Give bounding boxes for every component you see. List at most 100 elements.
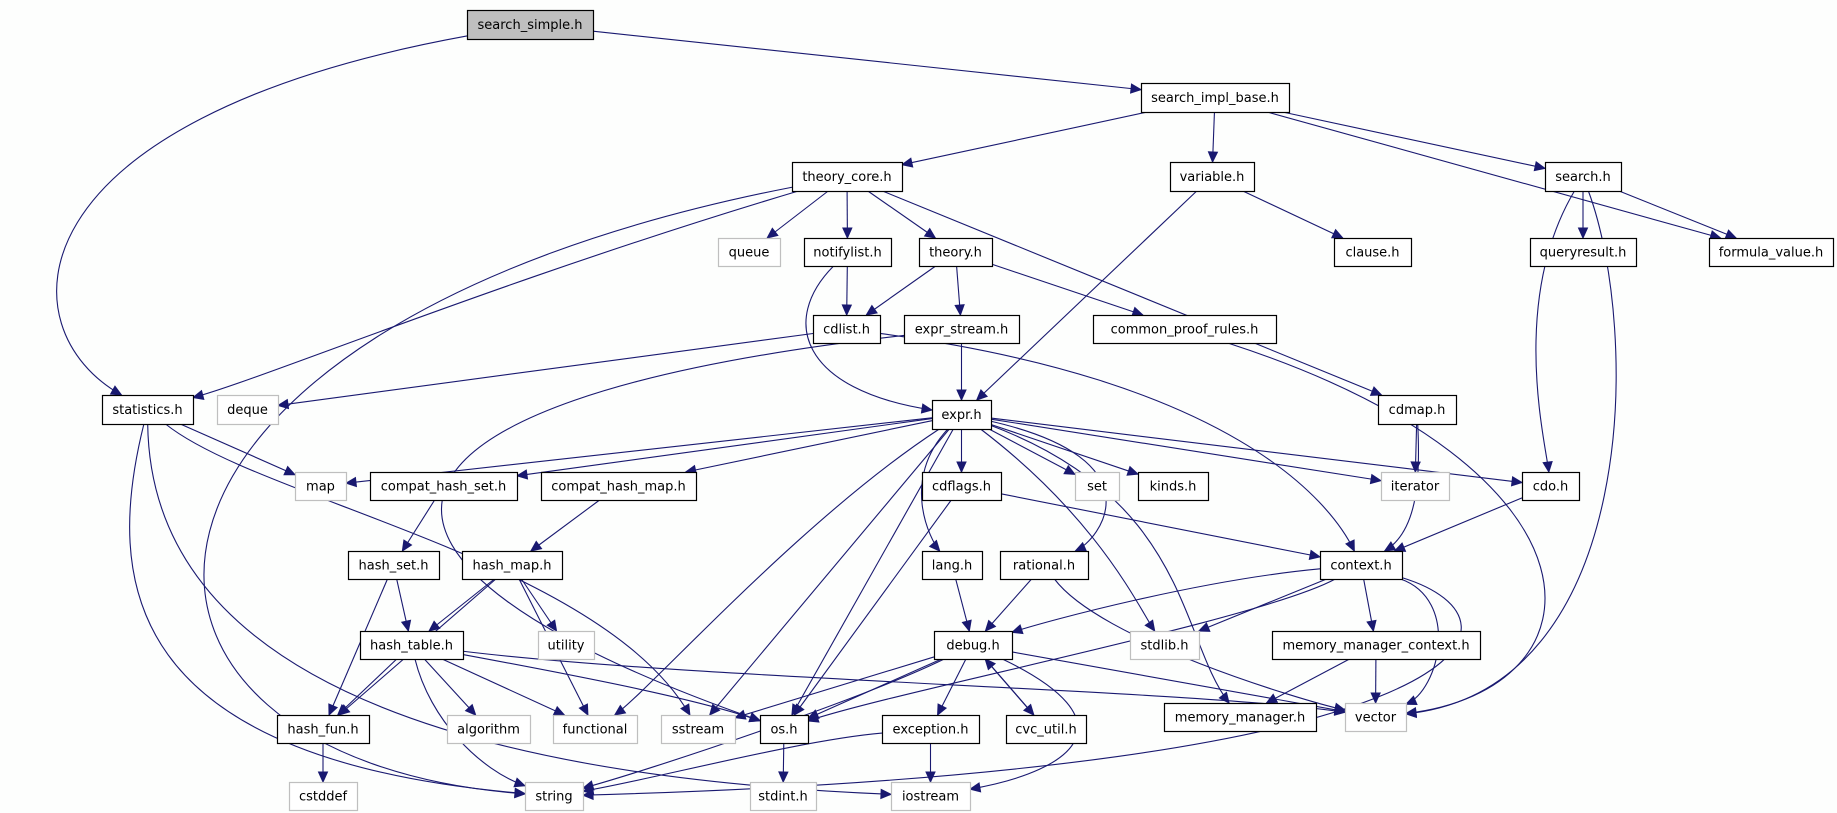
node-label: formula_value.h (1719, 246, 1824, 261)
node-theory[interactable]: theory.h (918, 237, 994, 268)
edge-line (1054, 578, 1346, 711)
arrowhead-icon (766, 227, 779, 239)
edge-compat_hash_map-to-hash_map (529, 499, 600, 552)
node-kinds[interactable]: kinds.h (1137, 471, 1210, 502)
node-lang[interactable]: lang.h (921, 550, 984, 581)
node-label: stdint.h (758, 790, 807, 805)
edge-line (1011, 651, 1346, 713)
edge-line (428, 578, 495, 632)
node-hash-map[interactable]: hash_map.h (461, 550, 564, 581)
arrowhead-icon (400, 619, 412, 633)
node-formula-value[interactable]: formula_value.h (1708, 237, 1835, 268)
node-queryresult[interactable]: queryresult.h (1529, 237, 1638, 268)
node-cdflags[interactable]: cdflags.h (921, 471, 1003, 502)
edge-theory-to-expr_stream (954, 265, 965, 317)
node-box (1140, 82, 1291, 114)
node-search-impl-base[interactable]: search_impl_base.h (1140, 82, 1291, 114)
edge-line (165, 423, 691, 716)
node-statistics[interactable]: statistics.h (101, 394, 195, 426)
node-compat-hash-set[interactable]: compat_hash_set.h (369, 471, 519, 502)
arrowhead-icon (515, 469, 529, 480)
edge-hash_table-to-algorithm (423, 658, 477, 716)
arrowhead-icon (984, 619, 997, 632)
node-box (1377, 394, 1458, 426)
node-context[interactable]: context.h (1319, 550, 1404, 581)
node-label: sstream (672, 723, 724, 738)
edge-line (867, 190, 936, 239)
node-cdlist[interactable]: cdlist.h (812, 314, 882, 345)
edge-line (990, 417, 1523, 484)
edge-expr-to-cdflags (956, 429, 967, 474)
node-label: kinds.h (1150, 480, 1197, 495)
node-box (294, 471, 348, 502)
node-box (1333, 237, 1413, 268)
node-label: hash_fun.h (287, 723, 358, 738)
node-label: os.h (770, 723, 797, 738)
edge-line (1282, 111, 1546, 169)
edge-memory_manager_context-to-memory_manager (1265, 658, 1350, 704)
arrowhead-icon (954, 304, 965, 317)
node-exception[interactable]: exception.h (881, 714, 981, 745)
node-search-simple[interactable]: search_simple.h (466, 9, 595, 41)
arrowhead-icon (109, 385, 123, 396)
node-hash-table[interactable]: hash_table.h (359, 630, 465, 661)
edge-line (1266, 658, 1350, 704)
node-box (812, 314, 882, 345)
node-box (921, 550, 984, 581)
node-cdmap[interactable]: cdmap.h (1377, 394, 1458, 426)
edge-line (423, 658, 477, 716)
node-common-proof-rules[interactable]: common_proof_rules.h (1092, 314, 1278, 345)
edge-debug-to-vector (1011, 651, 1347, 715)
node-cdo[interactable]: cdo.h (1521, 471, 1581, 502)
node-theory-core[interactable]: theory_core.h (791, 161, 904, 193)
node-box (359, 630, 465, 661)
node-box (1129, 630, 1201, 661)
node-rational[interactable]: rational.h (999, 550, 1090, 581)
node-box (921, 471, 1003, 502)
edge-search_impl_base-to-search (1282, 111, 1547, 172)
node-iostream: iostream (890, 781, 972, 812)
edge-line (991, 263, 1144, 316)
arrowhead-icon (1063, 464, 1077, 475)
arrowhead-icon (1218, 691, 1230, 704)
edge-theory_core-to-theory (867, 190, 937, 239)
node-cvc-util[interactable]: cvc_util.h (1005, 714, 1088, 745)
edge-line (988, 428, 1076, 475)
node-clause[interactable]: clause.h (1333, 237, 1413, 268)
edge-line (807, 578, 1336, 722)
arrowhead-icon (865, 304, 878, 316)
node-algorithm: algorithm (446, 714, 532, 745)
node-box (461, 550, 564, 581)
node-os[interactable]: os.h (759, 714, 810, 745)
node-box (931, 399, 993, 431)
edge-expr-to-kinds (990, 423, 1140, 476)
node-label: search_impl_base.h (1151, 91, 1279, 106)
edge-line (1618, 190, 1737, 239)
arrowhead-icon (1010, 624, 1024, 635)
node-cstddef: cstddef (288, 781, 359, 812)
arrowhead-icon (880, 788, 893, 800)
node-label: utility (548, 639, 585, 654)
node-label: algorithm (457, 723, 520, 738)
node-label: map (306, 480, 335, 495)
node-label: iostream (902, 790, 959, 805)
node-hash-set[interactable]: hash_set.h (347, 550, 441, 581)
edge-theory-to-common_proof_rules (991, 263, 1145, 317)
node-compat-hash-map[interactable]: compat_hash_map.h (540, 471, 698, 502)
node-hash-fun[interactable]: hash_fun.h (276, 714, 371, 745)
node-functional: functional (552, 714, 639, 745)
node-label: string (535, 790, 572, 805)
node-expr-stream[interactable]: expr_stream.h (903, 314, 1021, 345)
node-memory-manager-context[interactable]: memory_manager_context.h (1271, 630, 1482, 661)
edge-statistics-to-iostream (147, 423, 893, 800)
node-variable[interactable]: variable.h (1169, 161, 1256, 193)
edge-statistics-to-sstream (165, 423, 691, 717)
node-label: queryresult.h (1540, 246, 1627, 261)
arrowhead-icon (1074, 541, 1088, 552)
node-notifylist[interactable]: notifylist.h (803, 237, 893, 268)
node-box (1319, 550, 1404, 581)
node-memory-manager[interactable]: memory_manager.h (1163, 702, 1318, 733)
node-expr[interactable]: expr.h (931, 399, 993, 431)
node-debug[interactable]: debug.h (933, 630, 1014, 661)
node-search[interactable]: search.h (1544, 161, 1623, 193)
